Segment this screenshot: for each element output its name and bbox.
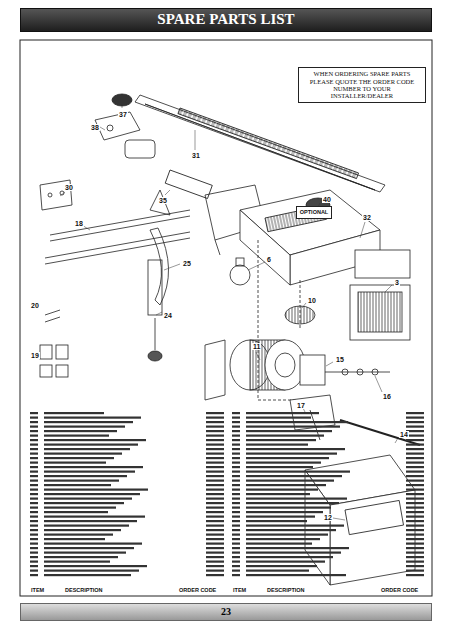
optional-tag: OPTIONAL [296, 206, 332, 219]
column-header: ORDER CODE [380, 588, 419, 594]
node-text: SPARE PARTS LIST [157, 11, 294, 28]
callout-number: 12 [323, 514, 333, 521]
column-header: ITEM [30, 588, 45, 594]
callout-number: 20 [30, 302, 40, 309]
parts-drawing [40, 94, 420, 585]
callout-number: 40 [322, 196, 332, 203]
node-text: WHEN ORDERING SPARE PARTS PLEASE QUOTE T… [302, 70, 422, 100]
callout-number: 38 [90, 124, 100, 131]
node-text: OPTIONAL [300, 209, 328, 215]
callout-number: 32 [362, 214, 372, 221]
node-text: 23 [221, 606, 231, 618]
page-number-band: 23 [20, 603, 432, 621]
column-header: DESCRIPTION [64, 588, 104, 594]
callout-number: 17 [296, 402, 306, 409]
note-box: WHEN ORDERING SPARE PARTS PLEASE QUOTE T… [298, 67, 426, 103]
callout-number: 3 [394, 279, 400, 286]
callout-number: 19 [30, 352, 40, 359]
parts-list-rows [30, 412, 424, 576]
callout-number: 6 [266, 256, 272, 263]
callout-number: 24 [163, 312, 173, 319]
callout-number: 18 [74, 220, 84, 227]
column-header: DESCRIPTION [266, 588, 306, 594]
callout-number: 31 [191, 152, 201, 159]
callout-number: 15 [335, 356, 345, 363]
callout-number: 14 [399, 431, 409, 438]
column-header: ITEM [232, 588, 247, 594]
callout-number: 11 [252, 343, 261, 350]
callout-number: 16 [382, 393, 392, 400]
callout-number: 37 [118, 111, 128, 118]
page-frame [20, 40, 432, 596]
callout-number: 30 [64, 184, 74, 191]
title-band: SPARE PARTS LIST [20, 8, 432, 32]
callout-number: 35 [158, 197, 168, 204]
callout-number: 10 [307, 297, 317, 304]
callout-number: 25 [182, 260, 192, 267]
column-header: ORDER CODE [178, 588, 217, 594]
